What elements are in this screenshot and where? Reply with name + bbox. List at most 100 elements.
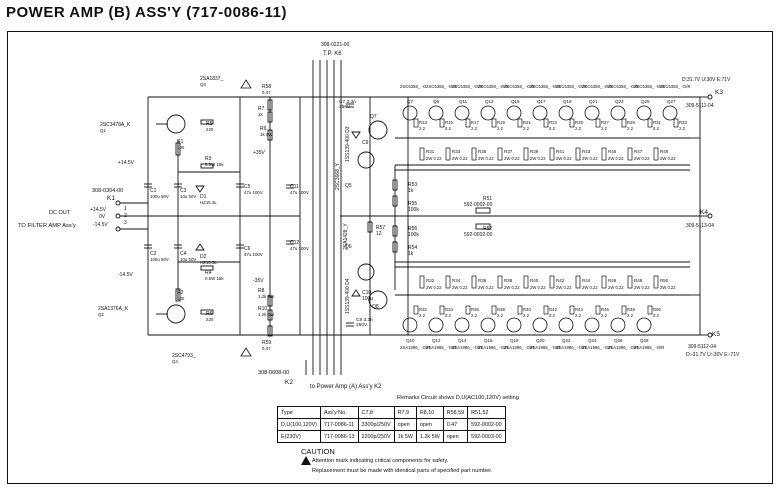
resistor-ref: R31 [426,149,435,154]
part-value: HZ15.3L [200,200,217,205]
transistor-ref: Q24 [588,338,597,343]
transistor-type-label: 2SC5358_ -O [400,84,427,89]
part-label: R9 [260,126,267,132]
table-cell: E(230V) [277,430,321,443]
resistor-value: 2W 0.22 [530,285,546,290]
resistor-value: 2W 0.22 [660,285,676,290]
r56-label: R56 100k [408,226,419,238]
transistor-ref: Q25 [641,99,650,104]
resistor-value: 2.2 [471,313,478,318]
part-label: R59 [262,340,271,346]
transistor-type-label: 2SA1986_ -O/R [608,345,638,350]
c10-label: C10 100u [362,290,374,302]
k5-volt: D:-31.7V U:-30V E:-71V [686,352,740,358]
part-value: 0.5W 15k [205,276,224,281]
resistor-ref: R33 [679,120,687,125]
table-cell: 0.47 [442,418,469,431]
caution-icon [301,456,311,465]
resistor-ref: R36 [471,307,479,312]
part-value: 47u 100V [244,190,263,195]
r54-label: R54 1k [408,245,418,257]
part-label: C2 [150,251,157,257]
resistor-ref: R25 [575,120,583,125]
resistor-ref: R42 [549,307,557,312]
part-value: Q3 [200,82,206,87]
resistor-value: 2.2 [445,126,452,131]
transistor-ref: Q18 [510,338,519,343]
transistor-type-label: 2SA1986_ -O/R [400,345,430,350]
resistor-value: 2.2 [523,126,530,131]
resistor-ref: R43 [582,149,591,154]
resistor-ref: R41 [556,149,565,154]
resistor-value: 2W 0.22 [608,156,624,161]
resistor-value: 2W 0.22 [634,285,650,290]
table-cell: 717-0086-11 [319,418,359,431]
part-label: D1 [200,194,207,200]
transistor-ref: Q16 [484,338,493,343]
part-value: Q4 [172,359,178,364]
part-label: C12 [290,240,299,246]
resistor-ref: R34 [445,307,453,312]
table-cell: open [415,418,444,431]
transistor-ref: Q17 [537,99,546,104]
resistor-value: 2.2 [627,313,634,318]
rail-p35: +35V [253,150,265,156]
table-header-cell: R51,52 [467,406,506,419]
r57-label: R57 12 [376,225,386,237]
resistor-value: 2W 0.22 [608,285,624,290]
part-label: R4 [205,270,212,276]
part-label: D2 [200,254,207,260]
transistor-type-label: 2SC5358_ -O/R [582,84,613,89]
resistor-ref: R21 [523,120,531,125]
resistor-value: 2.2 [679,126,686,131]
transistor-type-label: 2SA1986_ -O/R [478,345,508,350]
rail-p14: +14.5V [118,160,134,166]
part-value: 47u 100V [290,190,309,195]
part-value: 10u 50V [180,194,196,199]
q8-label: Q8 [372,304,379,310]
resistor-value: 2W 0.22 [452,285,468,290]
resistor-value: 2.2 [575,126,582,131]
resistor-ref: R13 [419,120,427,125]
part-label: R6 [206,311,213,317]
resistor-ref: R19 [497,120,505,125]
transistor-type-label: 2SC5358_ -O/R [478,84,509,89]
resistor-ref: R40 [530,278,539,283]
resistor-ref: R38 [497,307,505,312]
resistor-value: 2.2 [497,313,504,318]
k2-label: K2 [285,379,293,386]
table-row: D,U(100,120V) 717-0086-11 3300p/250V ope… [277,418,506,431]
resistor-ref: R47 [634,149,643,154]
transistor-ref: Q10 [406,338,415,343]
resistor-ref: R50 [653,307,661,312]
part-label: 2SA1837_ [200,76,224,82]
transistor-ref: Q26 [614,338,623,343]
transistor-ref: Q23 [615,99,624,104]
part-value: 1k 5W [260,132,273,137]
resistor-value: 2W 0.22 [556,285,572,290]
resistor-ref: R45 [608,149,617,154]
resistor-value: 2.2 [471,126,478,131]
to-filter-label: TO FILTER AMP Ass'y [18,223,76,229]
resistor-value: 2.2 [549,126,556,131]
remarks: Remarks Circuit shows D,U(AC100,120V) se… [397,395,519,401]
table-cell: 2200p/250V [357,430,395,443]
transistor-ref: Q20 [536,338,545,343]
r51-label: R51 [483,196,493,202]
r52-part: 592-0002-00 [464,232,493,238]
part-label: 2SC3478A_K [100,122,131,128]
part-value: 47u 100V [244,252,263,257]
resistor-ref: R48 [627,307,635,312]
